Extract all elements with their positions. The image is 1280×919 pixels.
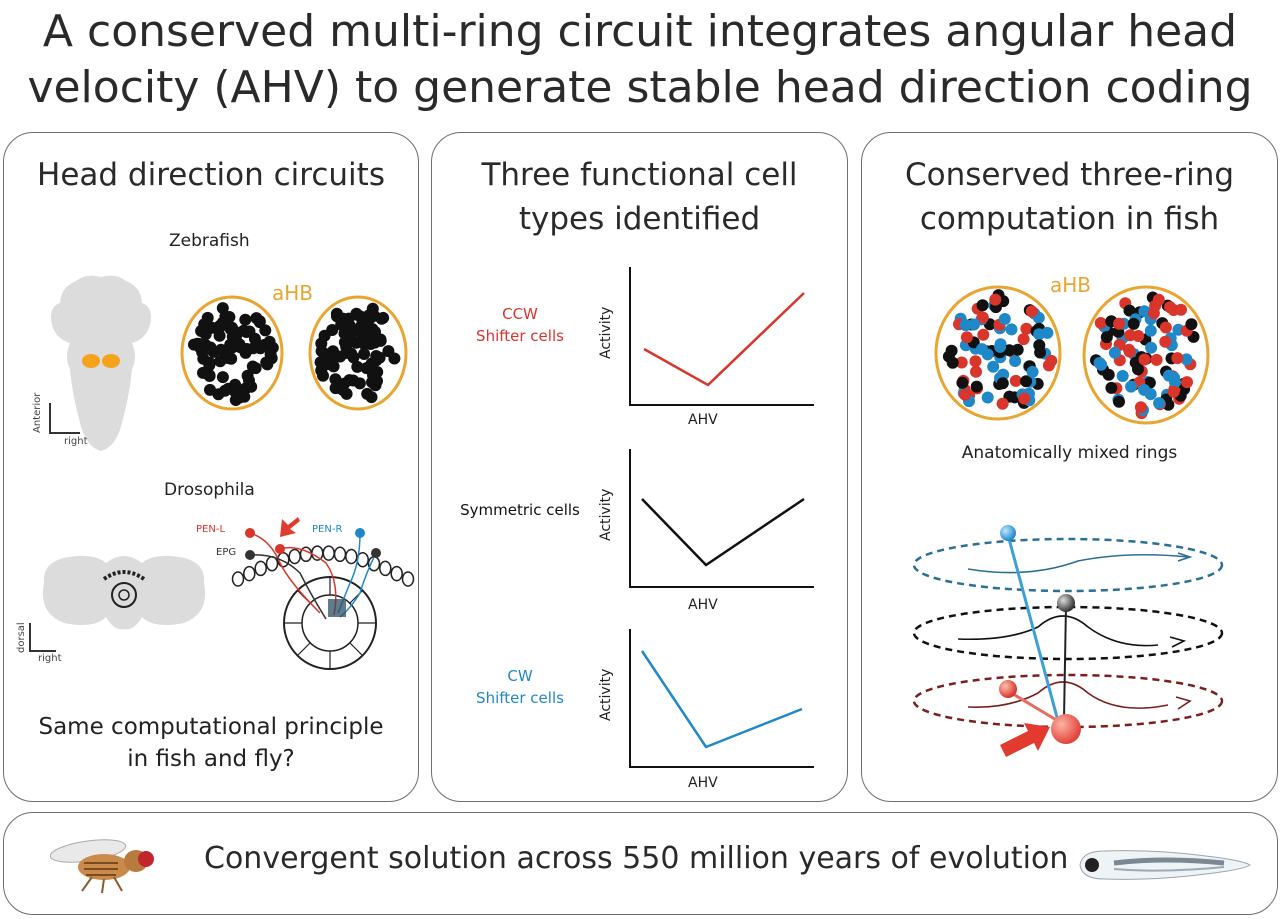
panel2-title-line2: types identified (518, 201, 761, 237)
dorsal-label: dorsal (16, 622, 27, 653)
three-ring-diagram (912, 525, 1224, 757)
ccw-activity-graph (629, 267, 814, 406)
anatomically-mixed-label: Anatomically mixed rings (961, 443, 1178, 463)
cw-xlabel: AHV (688, 775, 718, 791)
dorsal-right-axis-icon (29, 623, 56, 652)
question-line2: in fish and fly? (127, 746, 295, 772)
zebrafish-larva-icon (1079, 850, 1251, 880)
symmetric-ylabel: Activity (598, 488, 614, 541)
main-title: A conserved multi-ring circuit integrate… (0, 4, 1280, 116)
cw-ylabel: Activity (598, 668, 614, 721)
panel2-title-line1: Three functional cell (481, 157, 798, 193)
symmetric-label: Symmetric cells (460, 501, 580, 519)
main-title-line2: velocity (AHV) to generate stable head d… (27, 62, 1253, 113)
symmetric-activity-graph (629, 449, 814, 588)
right-label-2: right (38, 653, 62, 664)
ahb-ovals-black (180, 295, 408, 411)
epg-label: EPG (216, 547, 237, 558)
bottom-text: Convergent solution across 550 million y… (204, 841, 1069, 876)
ccw-xlabel: AHV (688, 412, 718, 428)
panel1-title: Head direction circuits (37, 157, 385, 193)
drosophila-circuit-diagram (231, 517, 415, 670)
panel2-title: Three functional cell types identified (432, 153, 847, 241)
main-title-line1: A conserved multi-ring circuit integrate… (42, 6, 1238, 57)
pen-l-label: PEN-L (196, 524, 226, 535)
ahb-label-panel1: aHB (272, 281, 314, 305)
symmetric-xlabel: AHV (688, 597, 718, 613)
drosophila-label: Drosophila (164, 480, 255, 500)
pen-r-label: PEN-R (312, 524, 343, 535)
panel-three-ring-computation: Conserved three-ring computation in fish… (861, 132, 1278, 802)
zebrafish-label: Zebrafish (169, 231, 250, 251)
ccw-ylabel: Activity (598, 306, 614, 359)
panel-head-direction-circuits: Head direction circuits Zebrafish Anteri… (3, 132, 419, 802)
right-label-1: right (64, 436, 88, 447)
anterior-label: Anterior (32, 392, 43, 433)
panel3-title-line2: computation in fish (919, 201, 1220, 237)
panel3-title-line1: Conserved three-ring (904, 157, 1235, 193)
ahb-ovals-mixed (934, 285, 1210, 425)
ccw-shifter-label: CCW Shifter cells (476, 305, 564, 345)
ahb-label-panel3: aHB (1050, 273, 1092, 297)
panel-three-cell-types: Three functional cell types identified C… (431, 132, 848, 802)
fruit-fly-icon (49, 839, 154, 894)
drosophila-brain-icon (42, 555, 206, 630)
question-line1: Same computational principle (38, 714, 384, 740)
cw-shifter-label: CW Shifter cells (476, 667, 564, 707)
zebrafish-brain-icon (51, 275, 151, 451)
panel1-question: Same computational principle in fish and… (4, 711, 418, 775)
anterior-right-axis-icon (49, 403, 80, 434)
cw-activity-graph (629, 629, 814, 768)
panel3-title: Conserved three-ring computation in fish (862, 153, 1277, 241)
bottom-convergence-banner: Convergent solution across 550 million y… (3, 812, 1278, 915)
